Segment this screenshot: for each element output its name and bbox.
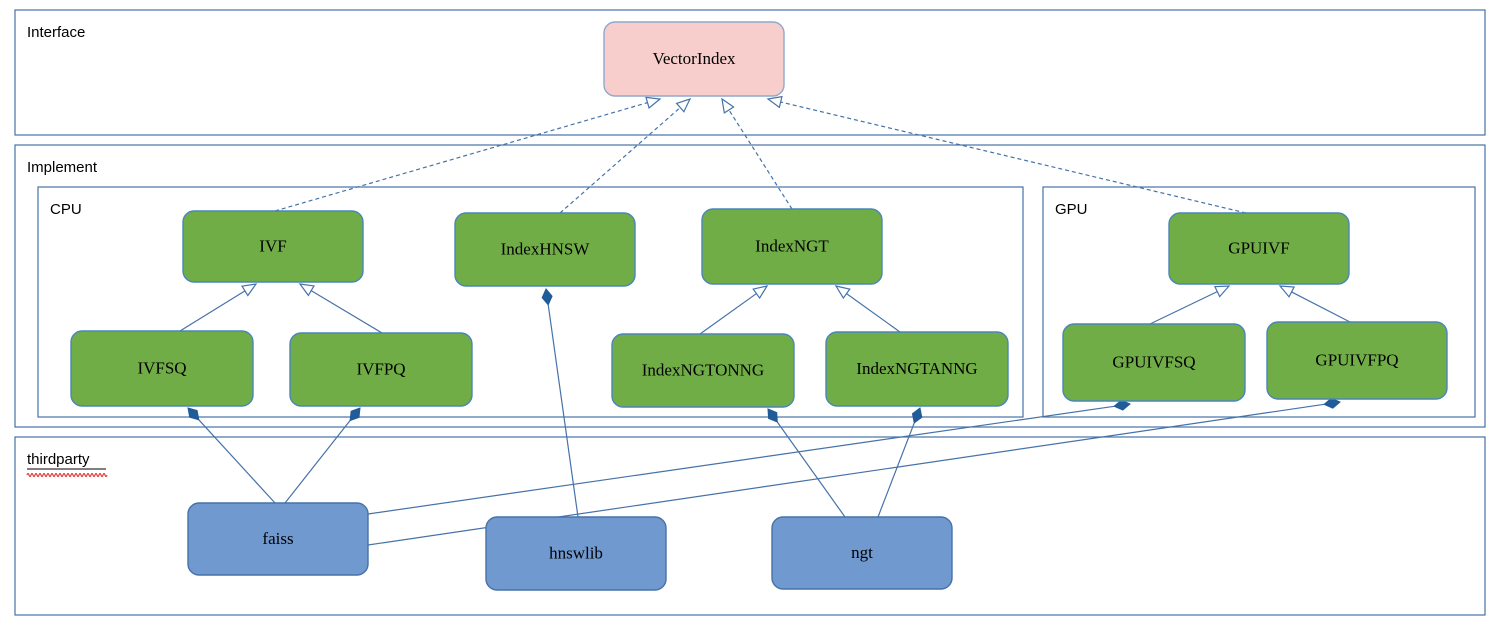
filled-diamond-arrowhead	[349, 407, 361, 422]
class-node-faiss[interactable]: faiss	[187, 502, 369, 576]
edge-ivfpq-to-ivf	[298, 283, 383, 334]
class-node-ivfpq[interactable]: IVFPQ	[289, 332, 473, 407]
node-box[interactable]	[70, 330, 254, 407]
class-node-gpuivfpq[interactable]: GPUIVFPQ	[1266, 321, 1448, 400]
node-box[interactable]	[1168, 212, 1350, 285]
class-node-ivf[interactable]: IVF	[182, 210, 364, 283]
hollow-triangle-arrowhead	[721, 97, 735, 114]
edge-indexngtonng-to-indexngt	[699, 285, 769, 335]
edge-faiss-to-ivfpq	[284, 407, 361, 504]
class-node-hnswlib[interactable]: hnswlib	[485, 516, 667, 591]
node-box[interactable]	[187, 502, 369, 576]
edge-ngt-to-indexngtanng	[877, 407, 923, 518]
group-label-interface: Interface	[27, 24, 85, 41]
node-box[interactable]	[603, 21, 785, 97]
node-label-hnswlib: hnswlib	[549, 543, 603, 562]
node-box[interactable]	[771, 516, 953, 590]
node-box[interactable]	[825, 331, 1009, 407]
hollow-triangle-arrowhead	[834, 285, 851, 300]
node-label-ivfsq: IVFSQ	[137, 358, 186, 377]
node-label-indexngtanng: IndexNGTANNG	[856, 359, 977, 378]
node-label-faiss: faiss	[262, 529, 293, 548]
node-label-gpuivf: GPUIVF	[1228, 238, 1289, 257]
hollow-triangle-arrowhead	[298, 283, 315, 297]
filled-diamond-arrowhead	[767, 408, 778, 423]
node-label-indexhnsw: IndexHNSW	[501, 239, 591, 258]
hollow-triangle-arrowhead	[752, 285, 769, 300]
node-label-indexngt: IndexNGT	[755, 236, 829, 255]
hollow-triangle-arrowhead	[766, 95, 783, 109]
node-label-ngt: ngt	[851, 543, 873, 562]
edge-gpuivfsq-to-gpuivf	[1149, 285, 1231, 325]
node-box[interactable]	[485, 516, 667, 591]
class-node-ngt[interactable]: ngt	[771, 516, 953, 590]
group-label-implement: Implement	[27, 159, 98, 176]
group-label-thirdparty: thirdparty	[27, 451, 90, 468]
node-box[interactable]	[182, 210, 364, 283]
node-label-vectorindex: VectorIndex	[652, 49, 736, 68]
node-label-ivf: IVF	[259, 236, 286, 255]
class-node-vectorindex[interactable]: VectorIndex	[603, 21, 785, 97]
node-box[interactable]	[1266, 321, 1448, 400]
edge-gpuivf-to-vectorindex	[766, 95, 1247, 214]
filled-diamond-arrowhead	[911, 407, 923, 424]
edge-indexhnsw-to-vectorindex	[559, 97, 692, 214]
hollow-triangle-arrowhead	[645, 96, 662, 109]
hollow-triangle-arrowhead	[241, 283, 258, 297]
node-label-gpuivfpq: GPUIVFPQ	[1315, 350, 1398, 369]
edge-ivfsq-to-ivf	[179, 283, 258, 332]
filled-diamond-arrowhead	[187, 407, 200, 421]
group-label-cpu: CPU	[50, 201, 82, 218]
node-box[interactable]	[289, 332, 473, 407]
node-box[interactable]	[454, 212, 636, 287]
node-label-gpuivfsq: GPUIVFSQ	[1112, 352, 1195, 371]
spellcheck-squiggle	[26, 472, 108, 478]
edge-indexngtanng-to-indexngt	[834, 285, 901, 333]
hollow-triangle-arrowhead	[1213, 285, 1231, 298]
node-box[interactable]	[611, 333, 795, 408]
class-node-ivfsq[interactable]: IVFSQ	[70, 330, 254, 407]
edge-ivf-to-vectorindex	[274, 96, 662, 212]
filled-diamond-arrowhead	[541, 288, 553, 306]
node-label-indexngtonng: IndexNGTONNG	[642, 360, 764, 379]
class-node-indexngtanng[interactable]: IndexNGTANNG	[825, 331, 1009, 407]
class-node-indexhnsw[interactable]: IndexHNSW	[454, 212, 636, 287]
edge-ngt-to-indexngtonng	[767, 408, 846, 518]
edge-gpuivfpq-to-gpuivf	[1278, 285, 1351, 323]
class-node-gpuivfsq[interactable]: GPUIVFSQ	[1062, 323, 1246, 402]
class-node-gpuivf[interactable]: GPUIVF	[1168, 212, 1350, 285]
hollow-triangle-arrowhead	[1278, 285, 1296, 298]
edge-hnswlib-to-indexhnsw	[541, 288, 579, 518]
group-label-gpu: GPU	[1055, 201, 1088, 218]
class-node-indexngt[interactable]: IndexNGT	[701, 208, 883, 285]
edge-indexngt-to-vectorindex	[721, 97, 793, 210]
relationships-layer	[179, 95, 1351, 546]
node-label-ivfpq: IVFPQ	[356, 359, 405, 378]
node-box[interactable]	[701, 208, 883, 285]
edge-faiss-to-ivfsq	[187, 407, 276, 504]
class-node-indexngtonng[interactable]: IndexNGTONNG	[611, 333, 795, 408]
node-box[interactable]	[1062, 323, 1246, 402]
hollow-triangle-arrowhead	[675, 97, 692, 113]
